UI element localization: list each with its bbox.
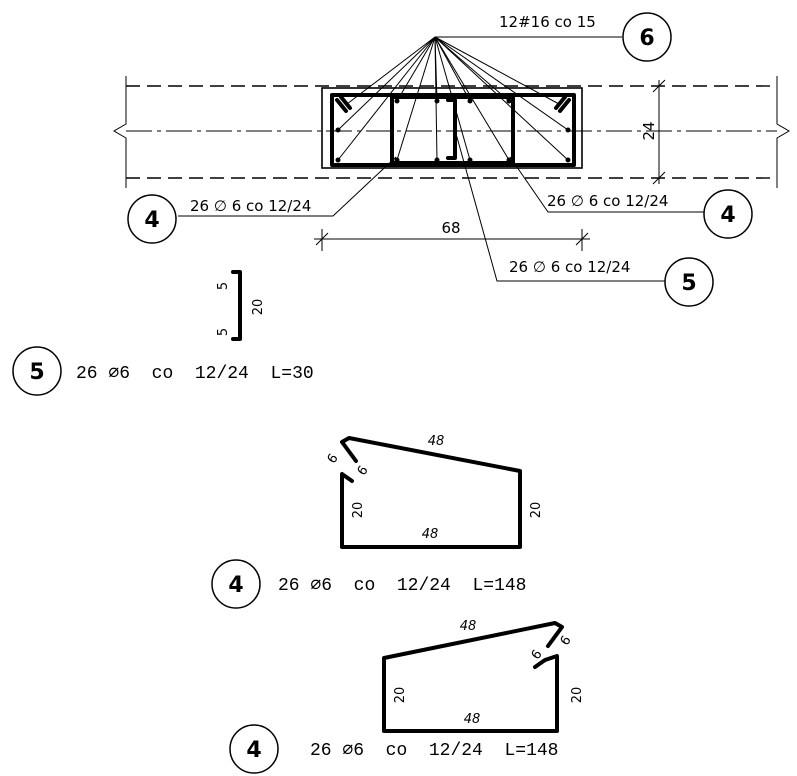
- right-break-line: [776, 76, 790, 188]
- top-bars-mark: 6: [639, 26, 654, 51]
- tie-label: 26 ∅ 6 co 12/24: [509, 258, 630, 276]
- left-break-line: [113, 76, 127, 188]
- hook-right-2: [554, 95, 567, 110]
- central-tie: [446, 98, 457, 160]
- stirrup-a-hook-1: 6: [325, 451, 342, 466]
- tie-mark: 5: [681, 271, 696, 296]
- tie-detail-mark: 5: [29, 360, 44, 385]
- stirrup-b-top: 48: [460, 619, 477, 634]
- right-stirrup-mark: 4: [720, 203, 735, 228]
- left-stirrup-mark-circle: [127, 194, 177, 244]
- right-stirrup-leader: [509, 156, 704, 213]
- stirrup-b-hook-2: 6: [558, 633, 575, 648]
- stirrup-detail-a: 48 6 6 20 20 48 4 26 ⌀6 co 12/24 L=148: [211, 434, 544, 609]
- tie-leader: [454, 129, 666, 282]
- left-stirrup-label: 26 ∅ 6 co 12/24: [190, 197, 311, 215]
- hook-right-1: [558, 98, 571, 113]
- stirrup-a-shape: [340, 436, 522, 549]
- stirrup-b-mark-circle: [229, 724, 279, 774]
- tie-detail: 5 20 5 5 26 ⌀6 co 12/24 L=30: [12, 270, 314, 396]
- stirrup-b-spec: 26 ⌀6 co 12/24 L=148: [310, 741, 558, 761]
- left-stirrup-mark: 4: [144, 208, 159, 233]
- hook-left-2: [339, 95, 352, 110]
- tie-mark-circle: [664, 257, 714, 307]
- stirrup-a-top: 48: [428, 434, 445, 449]
- concrete-outline: [321, 87, 583, 169]
- tie-hook-bottom: 5: [216, 328, 231, 336]
- top-bars-label: 12#16 co 15: [499, 13, 596, 31]
- stirrup-a-left: 20: [351, 502, 366, 519]
- top-bars-mark-circle: [622, 12, 672, 62]
- right-stirrup-mark-circle: [703, 189, 753, 239]
- right-stirrup-label: 26 ∅ 6 co 12/24: [547, 192, 668, 210]
- width-dimension: [314, 229, 590, 251]
- tie-detail-mark-circle: [12, 346, 62, 396]
- stirrup-a-hook-2: 6: [355, 463, 372, 478]
- stirrup-a-right: 20: [529, 502, 544, 519]
- stirrup-a-bottom: 48: [422, 527, 439, 542]
- tie-detail-spec: 26 ⌀6 co 12/24 L=30: [76, 364, 314, 384]
- tie-height: 20: [251, 299, 266, 316]
- inner-stirrup: [390, 95, 515, 165]
- height-dimension: [652, 79, 666, 185]
- tie-shape: [231, 270, 242, 341]
- stirrup-a-mark-circle: [211, 559, 261, 609]
- stirrup-b-bottom: 48: [464, 712, 481, 727]
- left-stirrup-leader: [178, 156, 397, 217]
- height-dim-label: 24: [640, 121, 658, 140]
- tie-hook-top: 5: [216, 282, 231, 290]
- stirrup-b-mark: 4: [246, 738, 261, 763]
- beam-section: 12#16 co 15 6 24 68 26 ∅ 6 co 12/24 4 26…: [113, 12, 790, 307]
- stirrup-b-left: 20: [393, 687, 408, 704]
- top-bars-leaders: [337, 36, 622, 161]
- width-dim-label: 68: [441, 219, 460, 237]
- stirrup-a-spec: 26 ⌀6 co 12/24 L=148: [278, 576, 526, 596]
- stirrup-b-right: 20: [570, 687, 585, 704]
- stirrup-detail-b: 48 6 6 20 20 48 4 26 ⌀6 co 12/24 L=148: [229, 619, 585, 774]
- hook-left-1: [335, 98, 348, 113]
- stirrup-b-shape: [382, 621, 564, 733]
- stirrup-a-mark: 4: [228, 573, 243, 598]
